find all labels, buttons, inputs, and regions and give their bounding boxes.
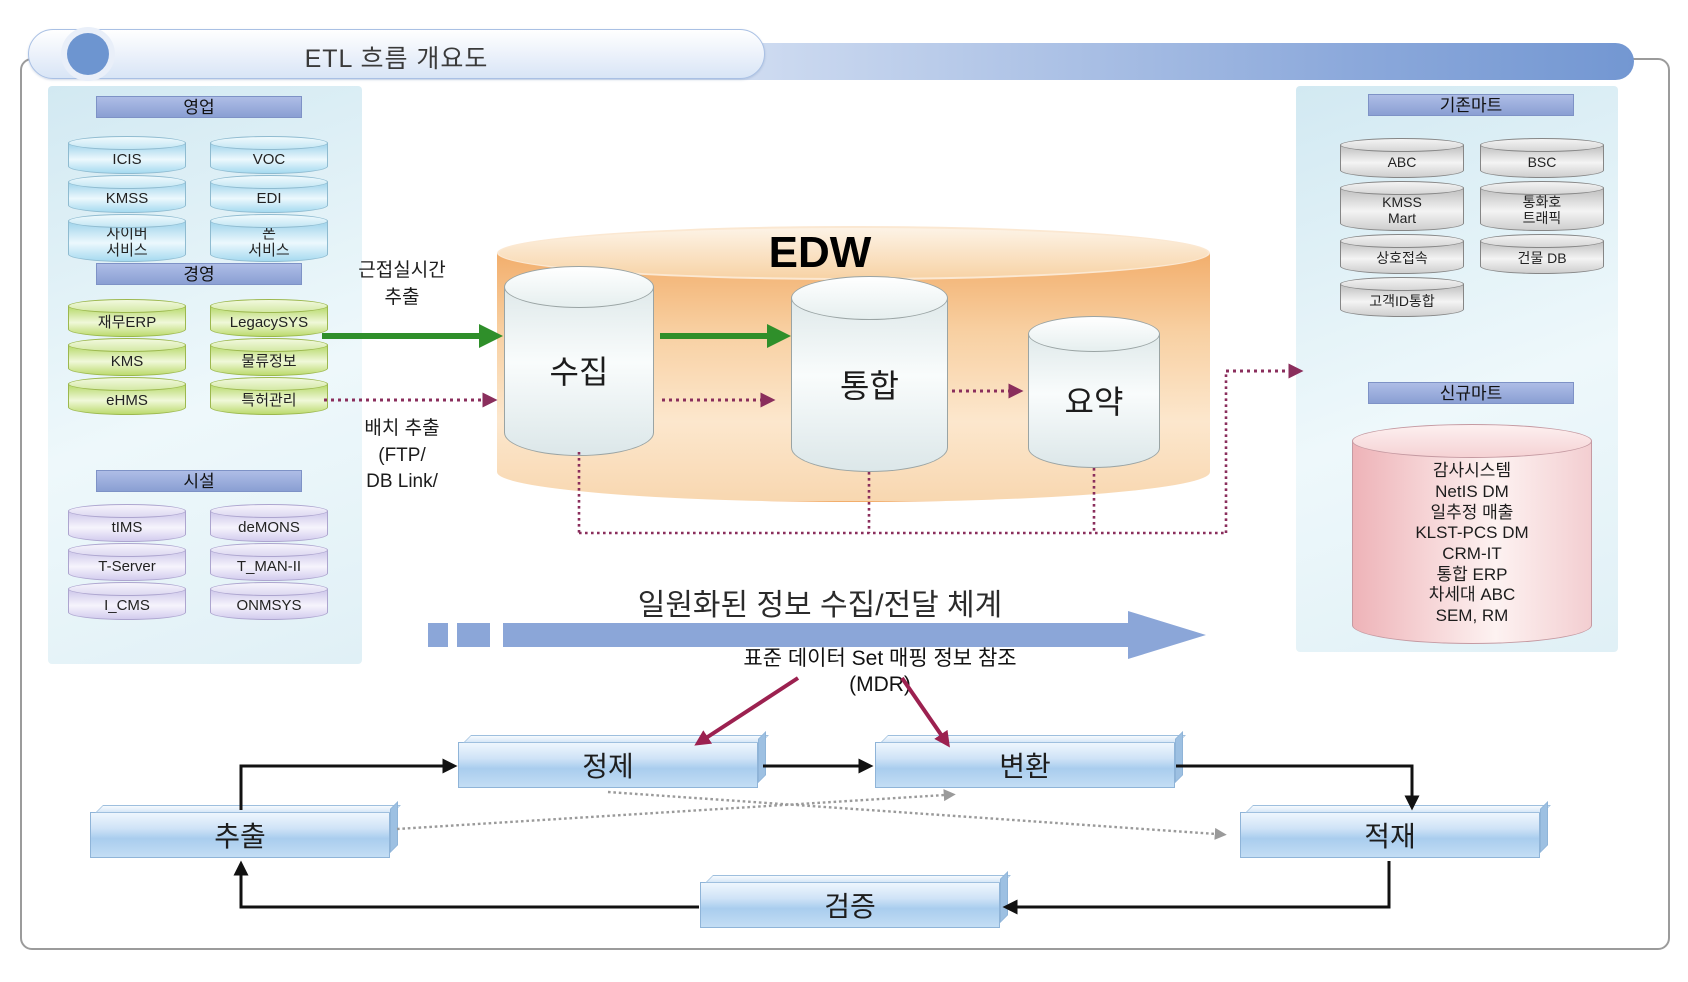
cylinder-cap — [210, 338, 328, 352]
edw-stage-cylinder-integrate: 통합 — [791, 276, 948, 472]
source-cylinder-kms: KMS — [68, 338, 186, 376]
etl-step-box-load: 적재 — [1240, 812, 1540, 858]
mart-cylinder-abc: ABC — [1340, 138, 1464, 178]
source-cylinder-tims: tIMS — [68, 504, 186, 542]
cylinder-cap — [68, 582, 186, 596]
source-cylinder-demons: deMONS — [210, 504, 328, 542]
mart-cylinder-bsc: BSC — [1480, 138, 1604, 178]
cylinder-cap — [1340, 181, 1464, 195]
group-header-facility: 시설 — [96, 470, 302, 492]
group-header-sales: 영업 — [96, 96, 302, 118]
source-cylinder-erp: 재무ERP — [68, 299, 186, 337]
cylinder-cap — [504, 266, 654, 308]
cylinder-cap — [68, 377, 186, 391]
page-title: ETL 흐름 개요도 — [304, 45, 489, 73]
etl-step-label: 정제 — [582, 751, 634, 782]
cylinder-cap — [210, 504, 328, 518]
source-cylinder-patent: 특허관리 — [210, 377, 328, 415]
cylinder-cap — [1480, 234, 1604, 248]
cylinder-cap — [68, 504, 186, 518]
batch-extract-label: 배치 추출 (FTP/ DB Link/ — [364, 418, 440, 493]
realtime-extract-label: 근접실시간 추출 — [358, 260, 446, 308]
cylinder-cap — [497, 226, 1210, 280]
source-cylinder-cyber-service: 사이버 서비스 — [68, 214, 186, 262]
etl-step-label: 변환 — [999, 751, 1051, 782]
mart-cylinder-call-traffic: 통화호 트래픽 — [1480, 181, 1604, 231]
title-bar: ETL 흐름 개요도 — [28, 29, 765, 79]
unified-banner-label: 일원화된 정보 수집/전달 체계 — [637, 589, 1003, 622]
cylinder-cap — [210, 136, 328, 150]
group-header-management: 경영 — [96, 263, 302, 285]
existing-mart-header: 기존마트 — [1368, 94, 1574, 116]
cylinder-cap — [210, 175, 328, 189]
mart-cylinder-customer-id: 고객ID통합 — [1340, 277, 1464, 317]
cylinder-cap — [210, 377, 328, 391]
etl-step-box-transform: 변환 — [875, 742, 1175, 788]
cylinder-cap — [210, 543, 328, 557]
cylinder-cap — [68, 299, 186, 313]
mart-cylinder-kmss-mart: KMSS Mart — [1340, 181, 1464, 231]
etl-step-box-verify: 검증 — [700, 882, 1000, 928]
cylinder-cap — [68, 175, 186, 189]
source-cylinder-legacy-sys: LegacySYS — [210, 299, 328, 337]
source-cylinder-onmsys: ONMSYS — [210, 582, 328, 620]
source-cylinder-voc: VOC — [210, 136, 328, 174]
cylinder-cap — [1352, 424, 1592, 458]
cylinder-cap — [1340, 277, 1464, 291]
etl-step-label: 적재 — [1364, 821, 1416, 852]
mart-cylinder-interconnect: 상호접속 — [1340, 234, 1464, 274]
cylinder-cap — [210, 299, 328, 313]
cylinder-cap — [68, 136, 186, 150]
source-cylinder-logistics: 물류정보 — [210, 338, 328, 376]
cylinder-cap — [1480, 138, 1604, 152]
source-cylinder-kmss: KMSS — [68, 175, 186, 213]
new-mart-header: 신규마트 — [1368, 382, 1574, 404]
cylinder-cap — [68, 338, 186, 352]
cylinder-cap — [68, 543, 186, 557]
source-cylinder-t-man: T_MAN-II — [210, 543, 328, 581]
cylinder-cap — [210, 582, 328, 596]
source-cylinder-edi: EDI — [210, 175, 328, 213]
mart-cylinder-building-db: 건물 DB — [1480, 234, 1604, 274]
etl-step-label: 검증 — [824, 891, 876, 922]
cylinder-cap — [210, 214, 328, 228]
title-dot-icon — [67, 33, 109, 75]
cylinder-cap — [1028, 316, 1160, 352]
new-mart-systems-list: 감사시스템 NetIS DM 일추정 매출 KLST-PCS DM CRM-IT… — [1352, 441, 1592, 644]
cylinder-cap — [791, 276, 948, 320]
source-cylinder-phone-service: 폰 서비스 — [210, 214, 328, 262]
source-cylinder-ehms: eHMS — [68, 377, 186, 415]
edw-title: EDW — [768, 228, 872, 277]
etl-step-box-extract: 추출 — [90, 812, 390, 858]
etl-step-label: 추출 — [214, 821, 266, 852]
cylinder-cap — [68, 214, 186, 228]
mdr-reference-note: 표준 데이터 Set 매핑 정보 참조 (MDR) — [743, 647, 1017, 697]
new-mart-cylinder: 감사시스템 NetIS DM 일추정 매출 KLST-PCS DM CRM-IT… — [1352, 424, 1592, 644]
source-cylinder-icis: ICIS — [68, 136, 186, 174]
edw-stage-cylinder-summary: 요약 — [1028, 316, 1160, 468]
cylinder-cap — [1340, 138, 1464, 152]
source-cylinder-i-cms: I_CMS — [68, 582, 186, 620]
cylinder-cap — [1340, 234, 1464, 248]
edw-stage-cylinder-collect: 수집 — [504, 266, 654, 456]
cylinder-cap — [1480, 181, 1604, 195]
etl-step-box-cleanse: 정제 — [458, 742, 758, 788]
source-cylinder-t-server: T-Server — [68, 543, 186, 581]
